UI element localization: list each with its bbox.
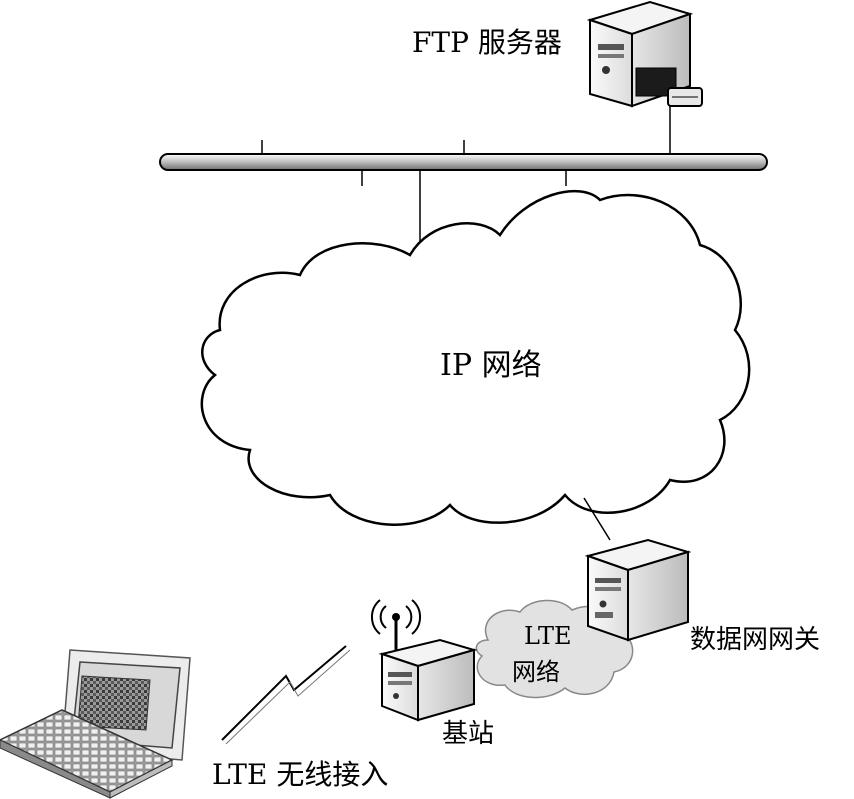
lte-network-label-line1: LTE: [524, 622, 572, 650]
base-station-icon: [370, 599, 478, 722]
ip-network-label: IP 网络: [440, 348, 542, 383]
data-gateway-label: 数据网网关: [690, 625, 820, 655]
network-bus: [159, 100, 768, 256]
base-station-label: 基站: [442, 719, 494, 749]
lte-network-label-line2: 网络: [512, 658, 560, 686]
laptop-icon: [0, 649, 191, 799]
ftp-server-label: FTP 服务器: [412, 26, 562, 59]
data-gateway-icon: [584, 538, 692, 642]
ip-network-cloud: [200, 190, 751, 526]
wireless-link-icon: [221, 645, 347, 741]
cloud-gateway-link: [583, 497, 611, 541]
lte-wireless-access-label: LTE 无线接入: [212, 758, 388, 791]
ftp-server-icon: [586, 0, 703, 108]
